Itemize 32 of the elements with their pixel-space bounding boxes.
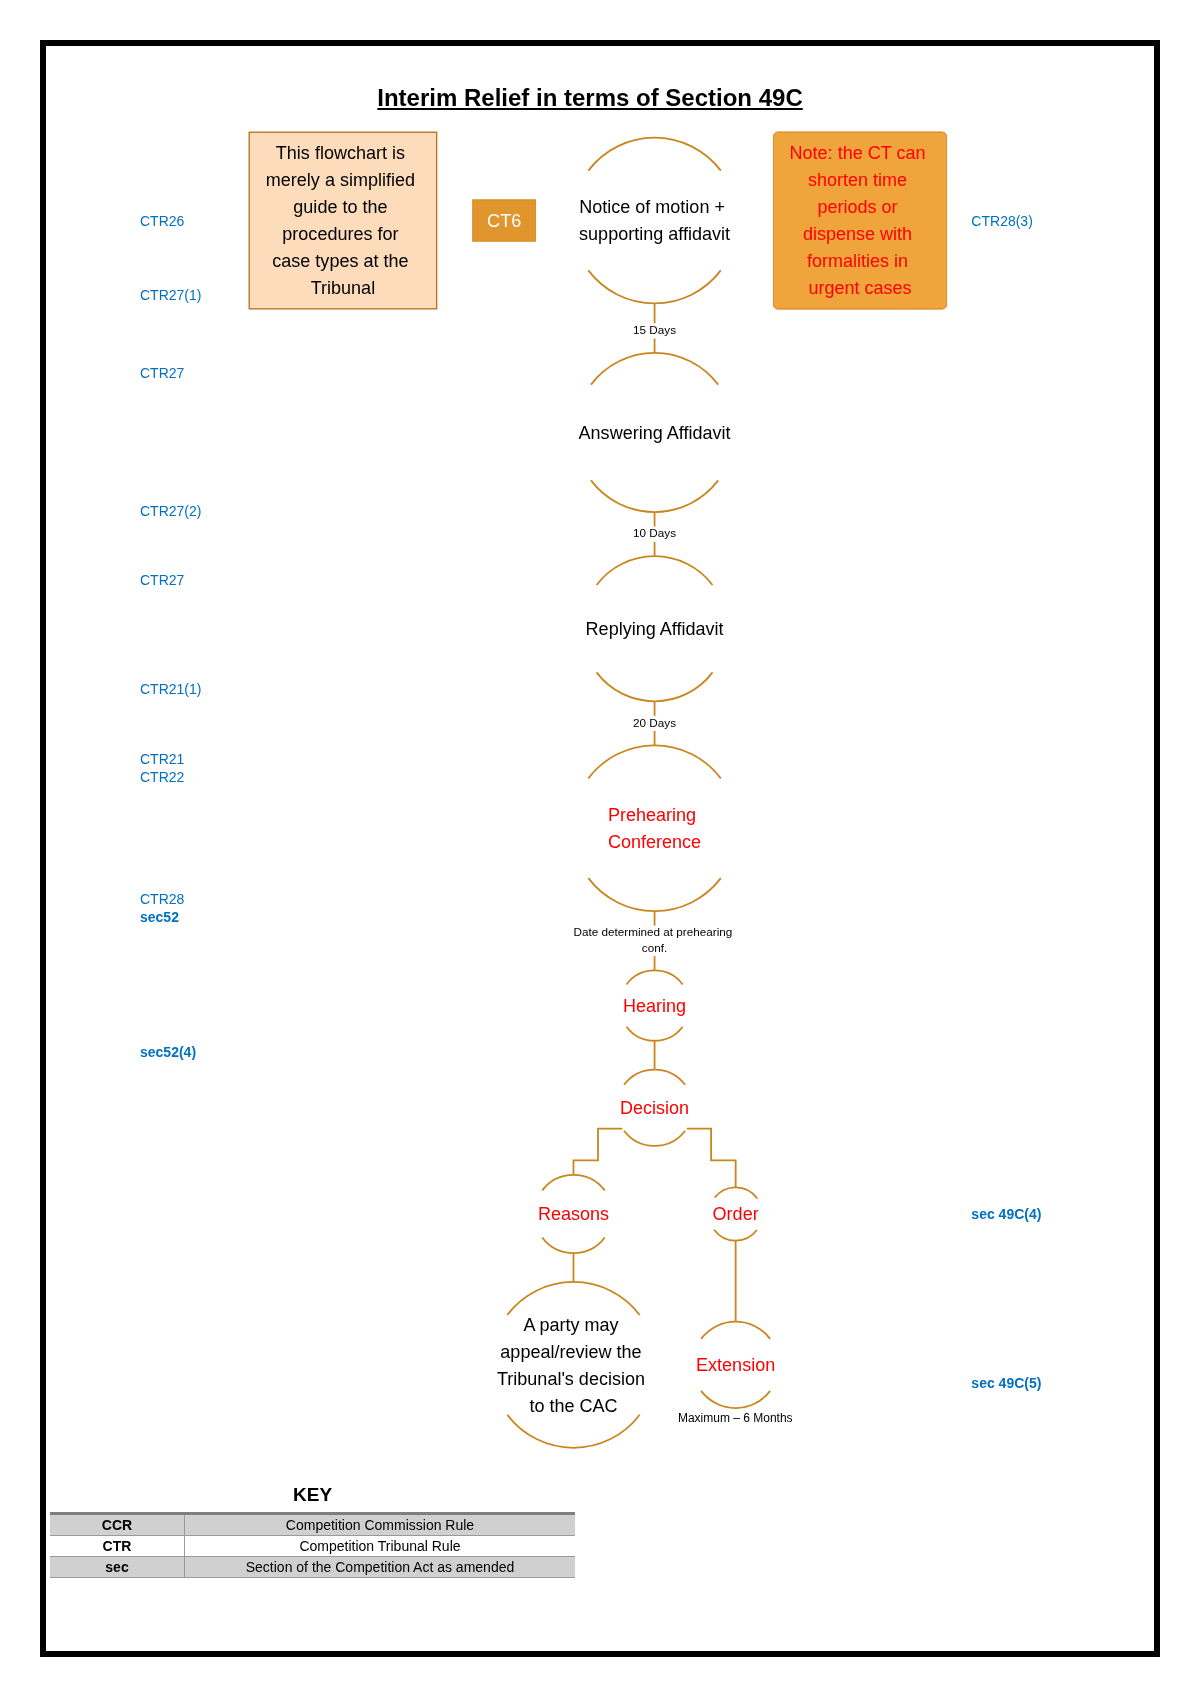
connector [685,1127,737,1189]
rule-reference: CTR27(2) [140,502,202,519]
rule-reference: sec52 [140,909,179,926]
key-definition: Competition Commission Rule [185,1515,575,1535]
node-box: This flowchart is merely a simplified guide to the procedures for case types at the Tribunal [248,131,437,310]
rule-reference: sec 49C(5) [971,1374,1042,1391]
rule-reference: CTR28(3) [971,212,1033,229]
connector [734,1239,737,1323]
diagram-title: Interim Relief in terms of Section 49C [377,84,803,112]
rule-reference: CTR26 [140,212,185,229]
rule-reference: CTR27(1) [140,286,202,303]
rule-reference: CTR21(1) [140,680,202,697]
edge-label: 20 Days [632,715,676,730]
edge-label: 10 Days [632,526,676,541]
rule-reference: sec52(4) [140,1043,197,1060]
key-heading: KEY [293,1484,333,1506]
rule-reference: CTR21 [140,751,185,768]
edge-label: 15 Days [632,323,676,337]
rule-reference: sec 49C(4) [971,1205,1042,1222]
connector [572,1252,574,1283]
rule-reference: CTR28 [140,891,185,908]
rule-reference: CTR27 [140,571,185,588]
rule-reference: CTR27 [140,365,185,382]
key-abbreviation: CCR [50,1515,185,1535]
connector [572,1127,624,1176]
rule-reference: CTR22 [140,769,185,786]
key-abbreviation: sec [50,1557,185,1577]
key-definition: Section of the Competition Act as amended [185,1557,575,1577]
node-box: CT6 [471,199,536,242]
node-caption: Maximum – 6 Months [677,1411,793,1426]
connector [653,1039,656,1071]
edge-label: Date determined at prehearing conf. [573,925,732,955]
